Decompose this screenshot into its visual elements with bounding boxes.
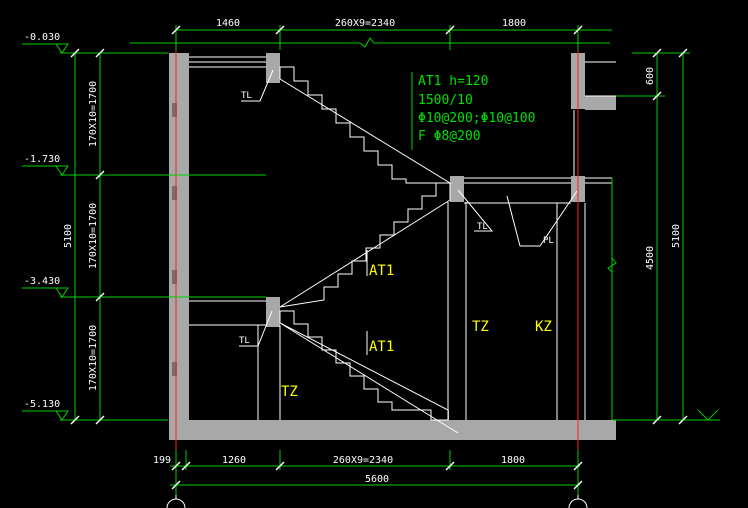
- bottom-dim-4: 1800: [501, 455, 525, 466]
- right-dim-4500: 4500: [645, 246, 656, 270]
- left-dim-ticks: [70, 48, 105, 425]
- right-dim-600: 600: [645, 67, 656, 85]
- flight-upper: [279, 66, 452, 184]
- bottom-dim-total: 5600: [365, 474, 389, 485]
- stair-note-4: F Φ8@200: [418, 129, 481, 144]
- axis-lines: [175, 45, 579, 450]
- label-at1-middle: AT1: [369, 263, 394, 279]
- flight-lower: [279, 310, 449, 421]
- stair-note-3: Φ10@200;Φ10@100: [418, 111, 535, 126]
- elevation-3: -3.430: [24, 276, 60, 287]
- elevation-2: -1.730: [24, 154, 60, 165]
- columns: [257, 110, 586, 420]
- right-dim-total: 5100: [671, 224, 682, 248]
- wall-marks: [172, 103, 177, 376]
- axis-bubble-left: [166, 498, 186, 508]
- bottom-dimension-lines: [170, 450, 580, 495]
- axis-bubble-right: [568, 498, 588, 508]
- bottom-dim-ticks: [171, 461, 583, 490]
- flight-middle: [279, 182, 451, 308]
- label-tl-mid: TL: [477, 222, 488, 232]
- label-tl-top: TL: [241, 91, 252, 101]
- label-pl: PL: [543, 236, 554, 246]
- landing-beam-low-left: [266, 297, 280, 327]
- right-dimension-lines: [607, 52, 720, 421]
- landing-beam-mid-right: [450, 176, 464, 202]
- elevation-1: -0.030: [24, 32, 60, 43]
- left-dim-total: 5100: [63, 224, 74, 248]
- left-dimension-lines: [60, 52, 266, 421]
- bottom-dim-1: 199: [153, 455, 171, 466]
- label-at1-lower: AT1: [369, 339, 394, 355]
- leader-lines: [239, 69, 578, 355]
- floor-slab-top-right: [585, 96, 616, 110]
- label-tl-low: TL: [239, 336, 250, 346]
- stair-note-1: AT1 h=120: [418, 74, 488, 89]
- elevation-4: -5.130: [24, 399, 60, 410]
- bottom-dim-2: 1260: [222, 455, 246, 466]
- top-dim-3: 1800: [502, 18, 526, 29]
- elevation-markers: [22, 43, 69, 421]
- stair-flights: [279, 66, 459, 434]
- stair-note-2: 1500/10: [418, 93, 473, 108]
- label-tz-right: TZ: [472, 319, 489, 335]
- left-wall: [169, 53, 189, 421]
- ground-slab: [169, 420, 616, 440]
- top-dim-1: 1460: [216, 18, 240, 29]
- right-ground-marker: [697, 409, 719, 421]
- left-dim-segment-3: 170X10=1700: [88, 325, 99, 391]
- landing-beam-top-left: [266, 53, 280, 83]
- bottom-dim-3: 260X9=2340: [333, 455, 393, 466]
- axis-bubbles: [166, 495, 588, 508]
- top-dim-ticks: [171, 25, 583, 35]
- right-dim-ticks: [652, 48, 688, 425]
- label-tz-left: TZ: [281, 384, 298, 400]
- label-kz: KZ: [535, 319, 552, 335]
- top-dim-2: 260X9=2340: [335, 18, 395, 29]
- left-dim-segment-2: 170X10=1700: [88, 203, 99, 269]
- left-dim-segment-1: 170X10=1700: [88, 81, 99, 147]
- landings: [189, 56, 616, 326]
